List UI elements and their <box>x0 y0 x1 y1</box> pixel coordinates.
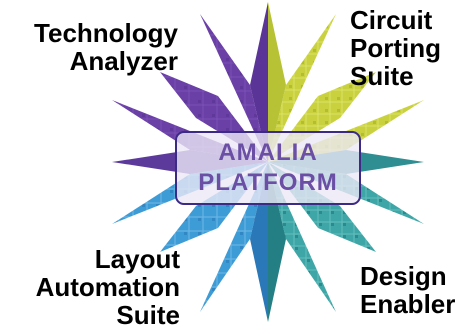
design-enabler-label: Design Enabler <box>360 262 455 318</box>
petal-north-core-left <box>250 2 268 162</box>
layout-automation-suite-line-1: Layout <box>94 244 180 274</box>
layout-automation-suite-label: Layout Automation Suite <box>36 245 180 329</box>
circuit-porting-suite-line-1: Circuit <box>350 5 433 35</box>
petal-north-core-right <box>268 2 286 162</box>
layout-automation-suite-line-3: Suite <box>116 300 180 330</box>
technology-analyzer-label: Technology Analyzer <box>34 19 178 75</box>
circuit-porting-suite-label: Circuit Porting Suite <box>350 6 441 90</box>
badge-line-2: PLATFORM <box>198 169 338 196</box>
badge-line-1: AMALIA <box>218 139 318 166</box>
circuit-porting-suite-line-3: Suite <box>350 61 414 91</box>
layout-automation-suite-line-2: Automation <box>35 272 180 302</box>
technology-analyzer-line-1: Technology <box>34 18 178 48</box>
petal-north-right <box>268 14 336 162</box>
technology-analyzer-line-2: Analyzer <box>69 46 178 76</box>
petal-north-left <box>200 14 268 162</box>
design-enabler-line-2: Enabler <box>360 289 456 319</box>
amalia-platform-badge: AMALIA PLATFORM <box>175 131 361 205</box>
circuit-porting-suite-line-2: Porting <box>350 33 441 63</box>
design-enabler-line-1: Design <box>360 261 447 291</box>
